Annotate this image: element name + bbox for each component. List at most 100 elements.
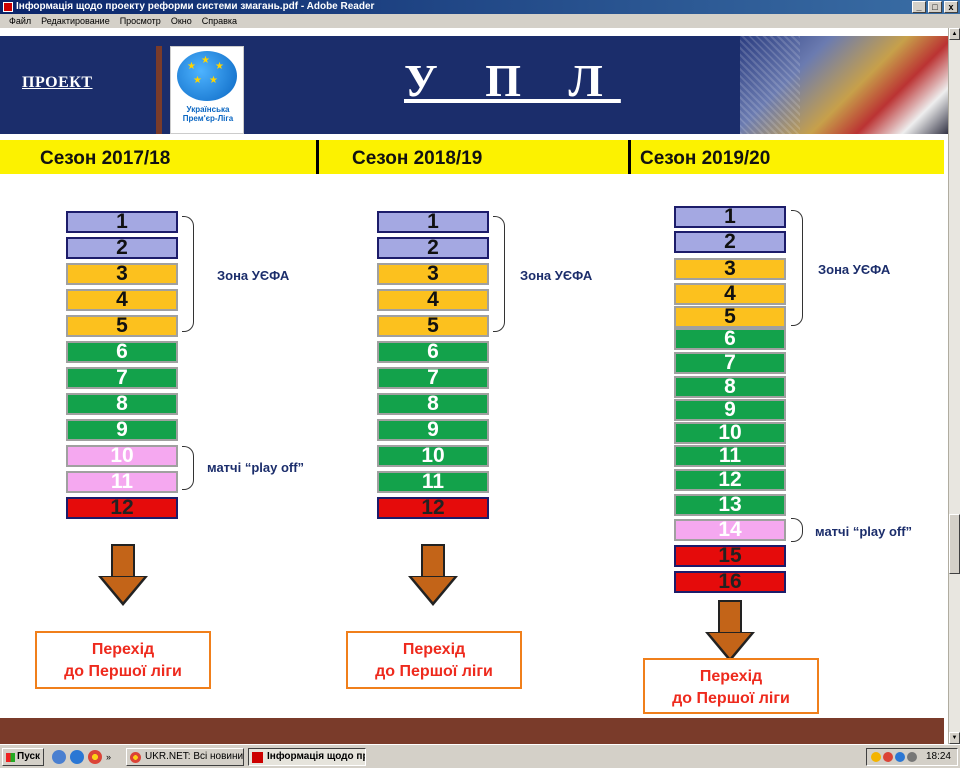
chrome-icon bbox=[130, 752, 141, 763]
speaker-icon[interactable] bbox=[907, 752, 917, 762]
relegation-line-2: до Першої ліги bbox=[672, 690, 790, 707]
star-icon: ★ bbox=[187, 61, 196, 72]
table-slot: 4 bbox=[377, 289, 489, 311]
chrome-icon[interactable] bbox=[88, 750, 102, 764]
relegation-box: Перехід до Першої ліги bbox=[643, 658, 819, 714]
down-arrow-icon bbox=[98, 544, 148, 606]
quicklaunch-chevron-icon[interactable]: » bbox=[106, 752, 112, 762]
uefa-zone-label: Зона УЄФА bbox=[520, 268, 593, 283]
playoff-brace bbox=[791, 518, 803, 542]
vertical-scrollbar[interactable]: ▲ ▼ bbox=[948, 28, 960, 744]
adobe-reader-icon bbox=[252, 752, 263, 763]
playoff-label: матчі “play off” bbox=[207, 460, 305, 475]
taskbar-item-ukrnet[interactable]: UKR.NET: Всі новини Ук... bbox=[126, 748, 244, 766]
uefa-brace bbox=[182, 216, 194, 332]
relegation-line-2: до Першої ліги bbox=[375, 663, 493, 680]
uefa-zone-label: Зона УЄФА bbox=[217, 268, 290, 283]
start-button[interactable]: Пуск bbox=[2, 748, 44, 766]
relegation-box: Перехід до Першої ліги bbox=[35, 631, 211, 689]
table-slot: 1 bbox=[674, 206, 786, 228]
relegation-box: Перехід до Першої ліги bbox=[346, 631, 522, 689]
relegation-line-2: до Першої ліги bbox=[64, 663, 182, 680]
table-slot: 11 bbox=[66, 471, 178, 493]
scroll-up-arrow-icon[interactable]: ▲ bbox=[949, 28, 960, 40]
slide-header: ПРОЕКТ ★ ★ ★ ★ ★ Українська Прем'єр-Ліга… bbox=[0, 36, 948, 134]
table-slot: 6 bbox=[66, 341, 178, 363]
star-icon: ★ bbox=[209, 75, 218, 86]
title-bar: Інформація щодо проекту реформи системи … bbox=[0, 0, 960, 14]
table-slot: 6 bbox=[674, 328, 786, 350]
down-arrow-icon bbox=[408, 544, 458, 606]
table-slot: 3 bbox=[377, 263, 489, 285]
season-bar: Сезон 2017/18 Сезон 2018/19 Сезон 2019/2… bbox=[0, 140, 944, 174]
table-slot: 9 bbox=[66, 419, 178, 441]
season-2017-18-label: Сезон 2017/18 bbox=[40, 148, 171, 169]
show-desktop-icon[interactable] bbox=[52, 750, 66, 764]
uefa-brace bbox=[791, 210, 803, 326]
proekt-label: ПРОЕКТ bbox=[22, 74, 93, 91]
star-icon: ★ bbox=[215, 61, 224, 72]
table-slot: 9 bbox=[674, 399, 786, 421]
document-view[interactable]: ПРОЕКТ ★ ★ ★ ★ ★ Українська Прем'єр-Ліга… bbox=[0, 28, 948, 744]
table-slot: 4 bbox=[674, 283, 786, 305]
taskbar-item-pdf[interactable]: Інформація щодо пр... bbox=[248, 748, 366, 766]
table-slot: 8 bbox=[674, 376, 786, 398]
table-slot: 6 bbox=[377, 341, 489, 363]
table-slot: 12 bbox=[674, 469, 786, 491]
down-arrow-icon bbox=[705, 600, 755, 662]
table-slot: 8 bbox=[377, 393, 489, 415]
upl-logo: ★ ★ ★ ★ ★ Українська Прем'єр-Ліга bbox=[170, 46, 244, 134]
ball-icon: ★ ★ ★ ★ ★ bbox=[177, 51, 237, 101]
season-2018-19-label: Сезон 2018/19 bbox=[352, 148, 483, 169]
table-slot: 7 bbox=[66, 367, 178, 389]
header-divider bbox=[156, 46, 162, 134]
close-button[interactable]: x bbox=[944, 1, 958, 13]
minimize-button[interactable]: _ bbox=[912, 1, 926, 13]
table-slot: 10 bbox=[66, 445, 178, 467]
menu-view[interactable]: Просмотр bbox=[119, 16, 161, 26]
table-slot: 11 bbox=[377, 471, 489, 493]
menu-bar: Файл Редактирование Просмотр Окно Справк… bbox=[0, 14, 960, 28]
table-slot: 11 bbox=[674, 445, 786, 467]
tray-icon[interactable] bbox=[883, 752, 893, 762]
tray-icon[interactable] bbox=[871, 752, 881, 762]
scroll-thumb[interactable] bbox=[949, 514, 960, 574]
table-slot: 4 bbox=[66, 289, 178, 311]
football-photo bbox=[740, 36, 948, 134]
windows-logo-icon bbox=[6, 753, 15, 762]
table-slot: 3 bbox=[674, 258, 786, 280]
table-slot: 9 bbox=[377, 419, 489, 441]
slide-footer-strip bbox=[0, 718, 944, 744]
table-slot: 15 bbox=[674, 545, 786, 567]
table-slot: 5 bbox=[674, 306, 786, 328]
table-slot: 3 bbox=[66, 263, 178, 285]
uefa-brace bbox=[493, 216, 505, 332]
relegation-line-1: Перехід bbox=[699, 668, 763, 685]
menu-help[interactable]: Справка bbox=[201, 16, 238, 26]
menu-edit[interactable]: Редактирование bbox=[41, 16, 110, 26]
table-slot: 8 bbox=[66, 393, 178, 415]
tray-icon[interactable] bbox=[895, 752, 905, 762]
logo-line-1: Українська bbox=[186, 105, 230, 114]
clock[interactable]: 18:24 bbox=[925, 751, 951, 762]
table-slot: 2 bbox=[377, 237, 489, 259]
table-slot: 10 bbox=[674, 422, 786, 444]
table-slot: 12 bbox=[377, 497, 489, 519]
scroll-down-arrow-icon[interactable]: ▼ bbox=[949, 732, 960, 744]
table-slot: 5 bbox=[66, 315, 178, 337]
table-slot: 2 bbox=[66, 237, 178, 259]
window-title: Інформація щодо проекту реформи системи … bbox=[16, 1, 375, 12]
table-slot: 10 bbox=[377, 445, 489, 467]
windows-taskbar: Пуск » UKR.NET: Всі новини Ук... Інформа… bbox=[0, 744, 960, 768]
playoff-label: матчі “play off” bbox=[815, 524, 913, 539]
maximize-button[interactable]: □ bbox=[928, 1, 942, 13]
logo-line-2: Прем'єр-Ліга bbox=[182, 114, 234, 123]
upl-title: У П Л bbox=[404, 55, 621, 106]
ie-icon[interactable] bbox=[70, 750, 84, 764]
menu-file[interactable]: Файл bbox=[9, 16, 32, 26]
relegation-line-1: Перехід bbox=[402, 641, 466, 658]
menu-window[interactable]: Окно bbox=[170, 16, 192, 26]
table-slot: 12 bbox=[66, 497, 178, 519]
table-slot: 7 bbox=[674, 352, 786, 374]
